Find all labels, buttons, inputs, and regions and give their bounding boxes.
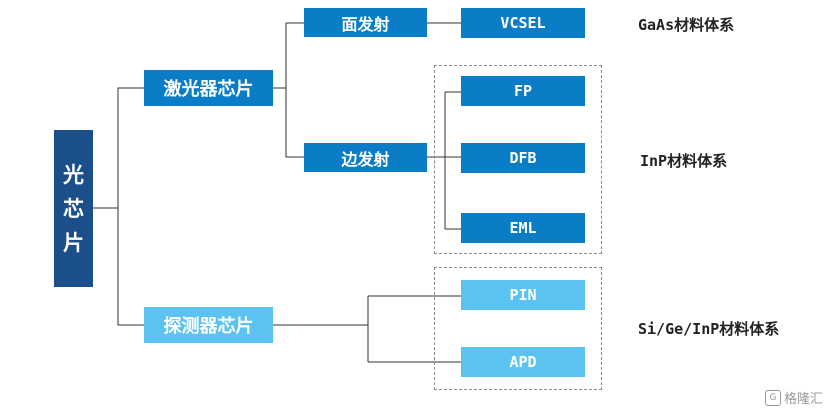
fp-label: FP (513, 82, 533, 100)
laser-chip-node: 激光器芯片 (144, 70, 273, 106)
surface-emitting-label: 面发射 (341, 14, 390, 34)
apd-label: APD (509, 353, 537, 371)
detector-chip-label: 探测器芯片 (163, 316, 254, 337)
dfb-node: DFB (461, 143, 585, 173)
surface-emitting-node: 面发射 (304, 8, 427, 37)
vcsel-node: VCSEL (461, 8, 585, 38)
gaas-material-label: GaAs材料体系 (638, 16, 735, 34)
inp-material-label: InP材料体系 (640, 152, 728, 170)
watermark-text: 格隆汇 (783, 392, 823, 407)
laser-chip-label: 激光器芯片 (163, 79, 254, 100)
apd-node: APD (461, 347, 585, 377)
optical-chip-label: 光 芯 片 (63, 162, 84, 255)
watermark-logo-icon: G (764, 389, 781, 406)
detector-chip-node: 探测器芯片 (144, 307, 273, 343)
edge-emitting-node: 边发射 (304, 143, 427, 172)
dfb-label: DFB (509, 149, 537, 167)
vcsel-label: VCSEL (500, 14, 546, 32)
detector-group-frame (434, 267, 602, 390)
edge-emitting-label: 边发射 (341, 149, 390, 169)
eml-node: EML (461, 213, 585, 243)
pin-label: PIN (509, 286, 537, 304)
eml-label: EML (509, 219, 537, 237)
inp-group-frame (434, 65, 602, 254)
pin-node: PIN (461, 280, 585, 310)
fp-node: FP (461, 76, 585, 106)
si-ge-inp-material-label: Si/Ge/InP材料体系 (638, 320, 780, 338)
optical-chip-node: 光 芯 片 (54, 130, 93, 287)
watermark: G 格隆汇 (764, 388, 823, 407)
